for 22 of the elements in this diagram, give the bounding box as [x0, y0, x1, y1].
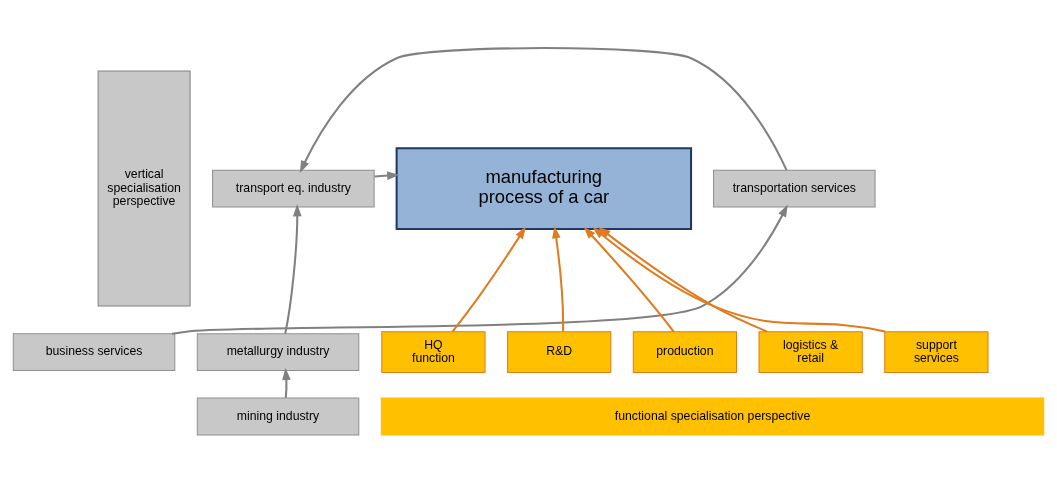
arrow: [282, 367, 291, 399]
node-box: transport eq. industry: [212, 169, 375, 208]
node-box: mining industry: [196, 397, 360, 436]
node-box: HQ function: [381, 331, 486, 374]
arrow: [172, 204, 788, 335]
node-box: production: [632, 331, 738, 374]
arrow: [451, 226, 526, 333]
arrow: [552, 226, 565, 332]
arrow: [284, 204, 302, 334]
node-box: vertical specialisation perspective: [97, 70, 191, 307]
node-box: transportation services: [713, 169, 876, 208]
node-box: functional specialisation perspective: [380, 397, 1045, 436]
node-box: logistics & retail: [758, 331, 863, 374]
node-box: metallurgy industry: [196, 333, 360, 371]
node-box: R&D: [507, 331, 612, 374]
arrow: [592, 227, 886, 333]
node-box: support services: [884, 331, 989, 374]
arrow: [299, 47, 788, 173]
node-box: business services: [12, 333, 176, 371]
node-box: manufacturing process of a car: [395, 147, 693, 230]
arrow: [598, 227, 768, 333]
arrow: [583, 226, 675, 333]
